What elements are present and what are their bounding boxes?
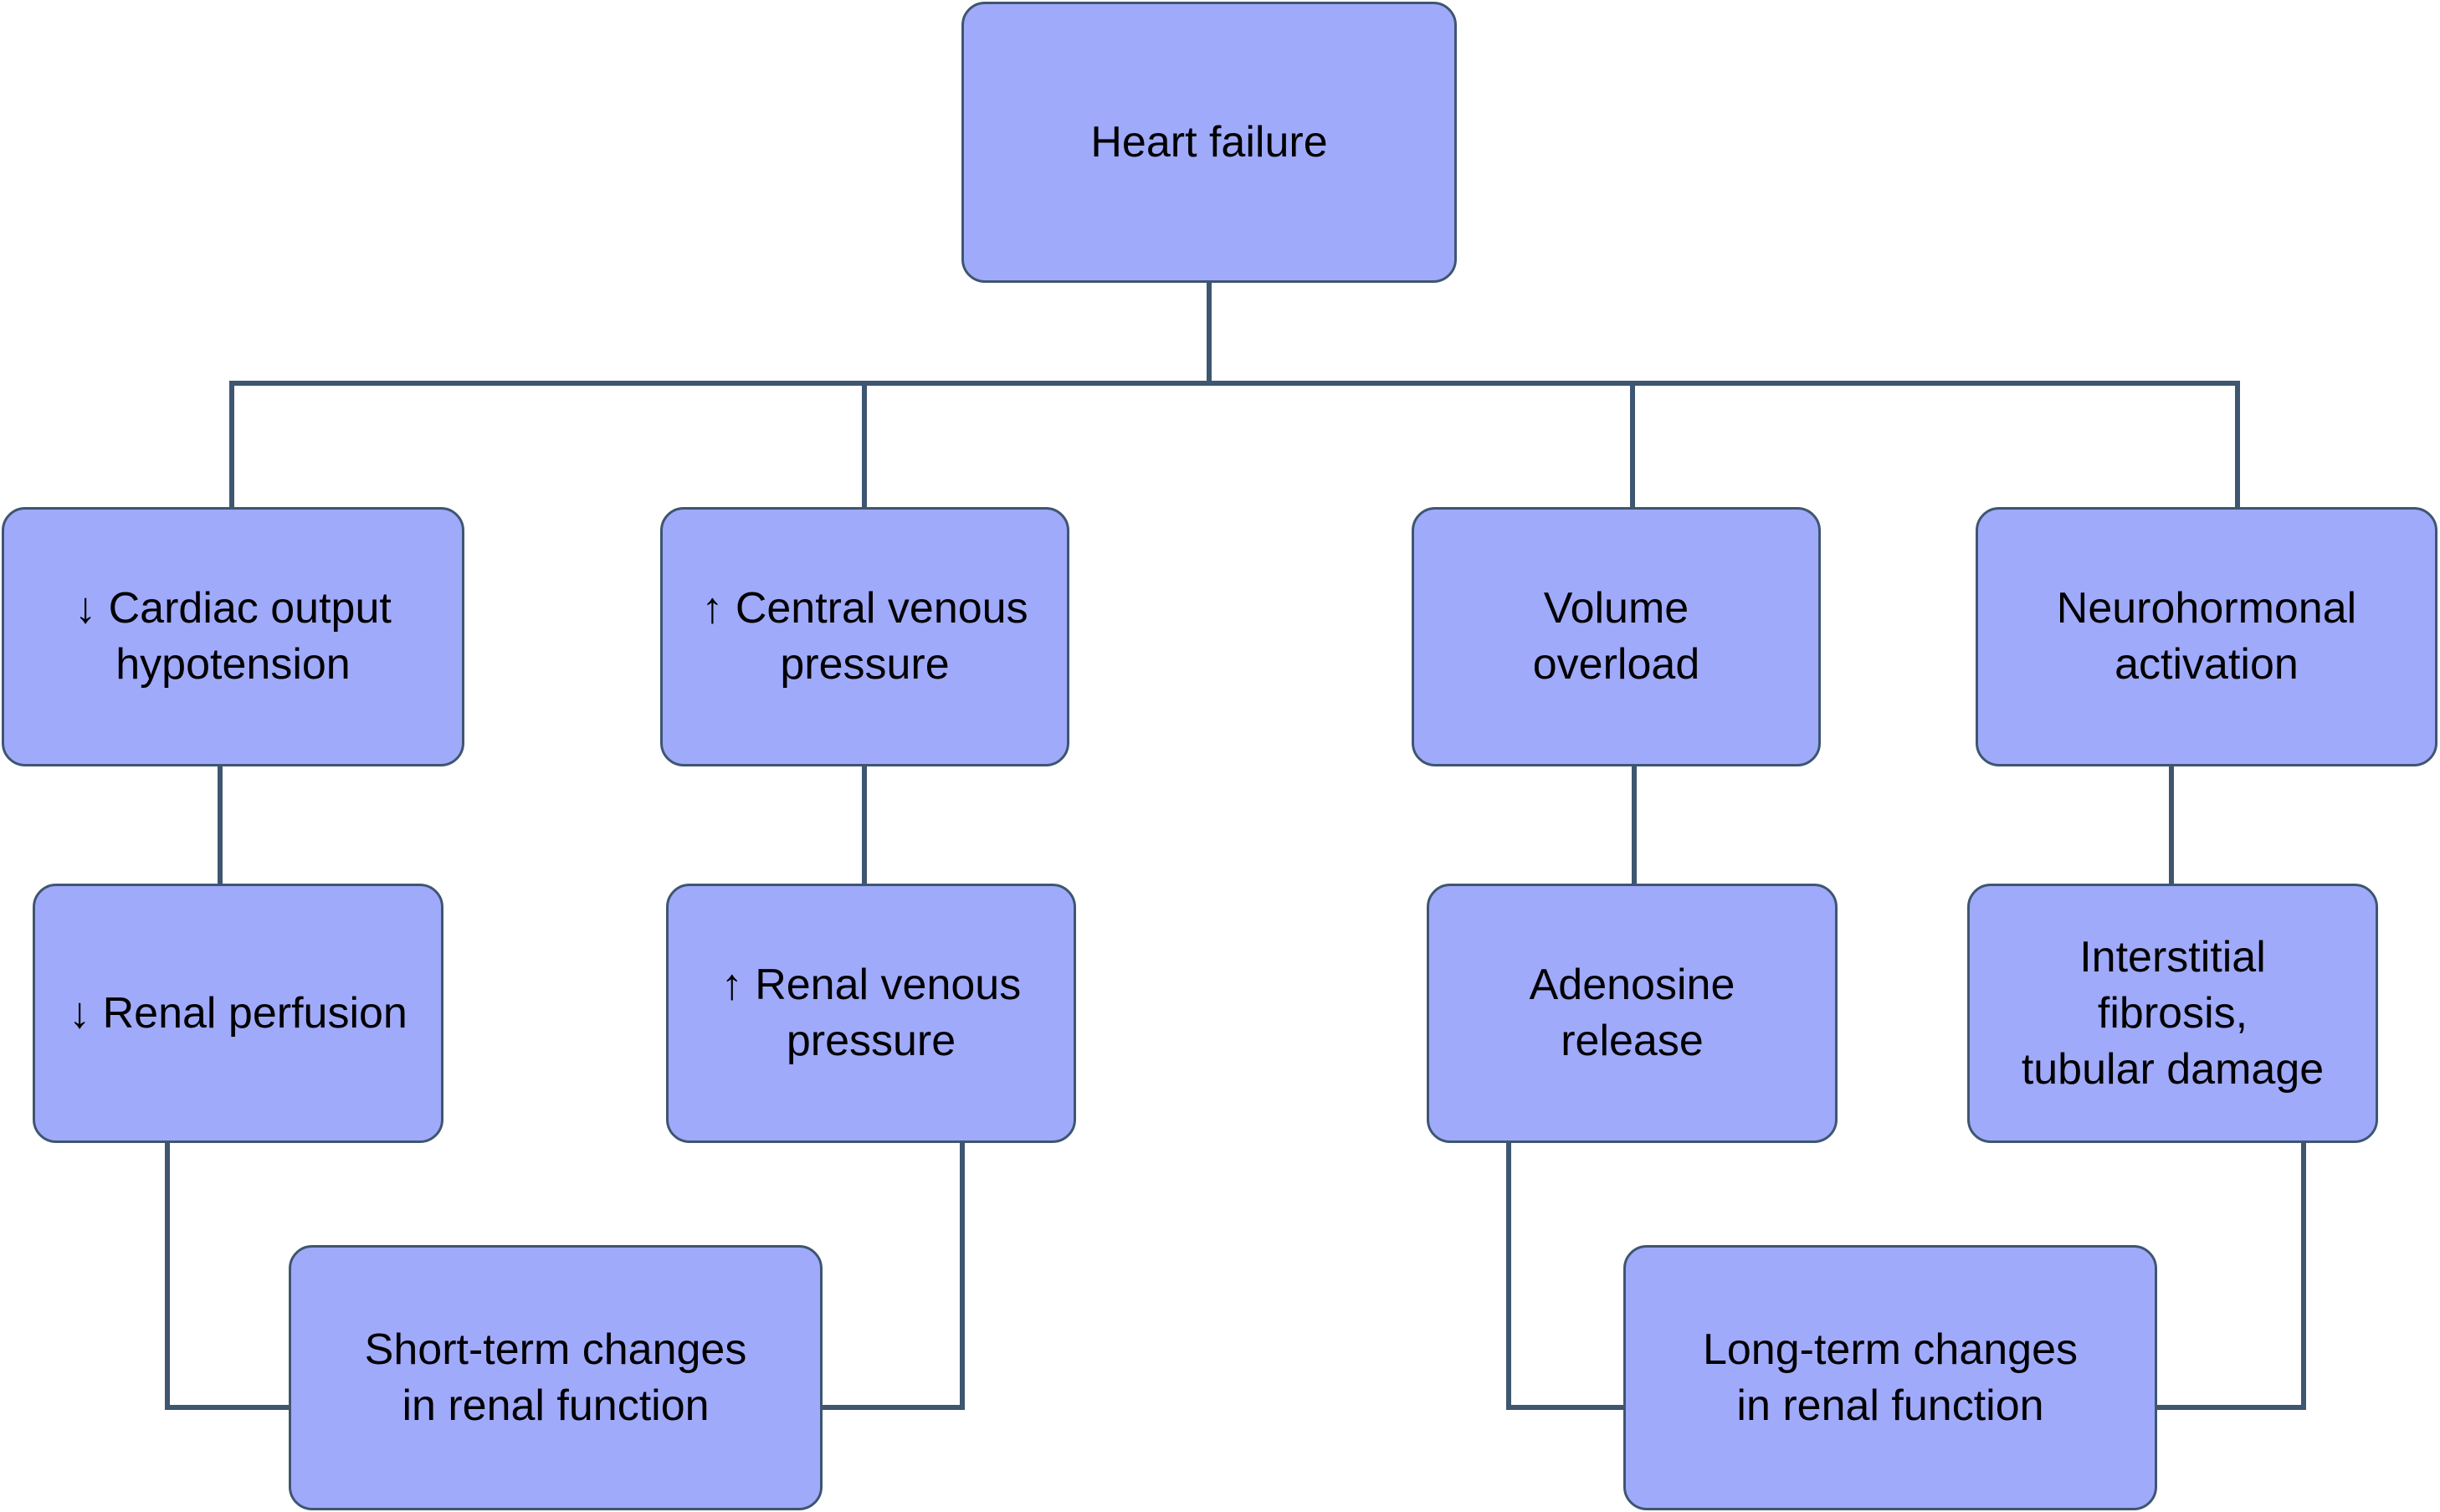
node-heart-failure-label: Heart failure: [1090, 117, 1328, 167]
node-interstitial-fibrosis: Interstitial fibrosis, tubular damage: [1967, 884, 2378, 1143]
node-renal-venous-pressure-label: ↑ Renal venous pressure: [720, 961, 1022, 1065]
node-renal-venous-pressure: ↑ Renal venous pressure: [666, 884, 1076, 1143]
node-neurohormonal-activation: Neurohormonal activation: [1976, 507, 2437, 766]
connector-renal-perfusion-to-short-term: [165, 1140, 291, 1410]
node-central-venous-pressure-label: ↑ Central venous pressure: [701, 584, 1028, 689]
connector-adenosine-to-long-term: [1506, 1140, 1626, 1410]
node-volume-overload: Volume overload: [1412, 507, 1821, 766]
node-neurohormonal-activation-label: Neurohormonal activation: [2056, 584, 2357, 689]
connector-renal-venous-to-short-term: [820, 1140, 965, 1410]
node-interstitial-fibrosis-label: Interstitial fibrosis, tubular damage: [2021, 932, 2325, 1094]
node-long-term-changes-label: Long-term changes in renal function: [1702, 1325, 2079, 1430]
node-renal-perfusion: ↓ Renal perfusion: [33, 884, 443, 1143]
node-heart-failure: Heart failure: [961, 2, 1457, 283]
node-long-term-changes: Long-term changes in renal function: [1623, 1245, 2157, 1510]
node-adenosine-release-label: Adenosine release: [1529, 961, 1735, 1065]
node-renal-perfusion-label: ↓ Renal perfusion: [69, 988, 408, 1038]
node-short-term-changes-label: Short-term changes in renal function: [364, 1325, 747, 1430]
node-central-venous-pressure: ↑ Central venous pressure: [660, 507, 1069, 766]
connector-fibrosis-to-long-term: [2155, 1140, 2306, 1410]
node-short-term-changes: Short-term changes in renal function: [289, 1245, 823, 1510]
node-cardiac-output-label: ↓ Cardiac output hypotension: [74, 584, 392, 689]
node-volume-overload-label: Volume overload: [1532, 584, 1700, 689]
node-adenosine-release: Adenosine release: [1427, 884, 1838, 1143]
node-cardiac-output: ↓ Cardiac output hypotension: [2, 507, 464, 766]
